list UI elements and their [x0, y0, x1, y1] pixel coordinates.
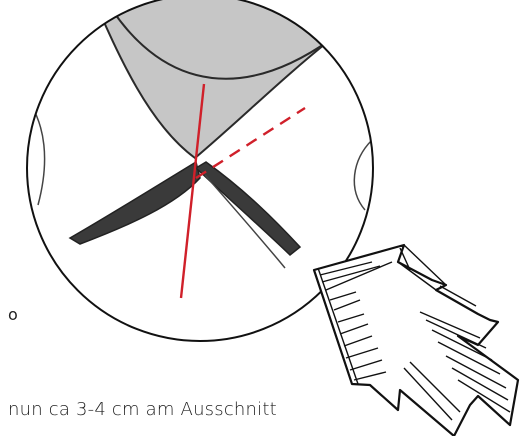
dark-band-left: [70, 162, 200, 244]
caption-text: nun ca 3-4 cm am Ausschnitt: [8, 399, 277, 420]
sketched-arrow-pointer-icon: [314, 245, 518, 436]
stray-character: o: [8, 305, 18, 324]
left-edge-arc: [28, 100, 45, 205]
dark-band-right: [196, 162, 300, 255]
